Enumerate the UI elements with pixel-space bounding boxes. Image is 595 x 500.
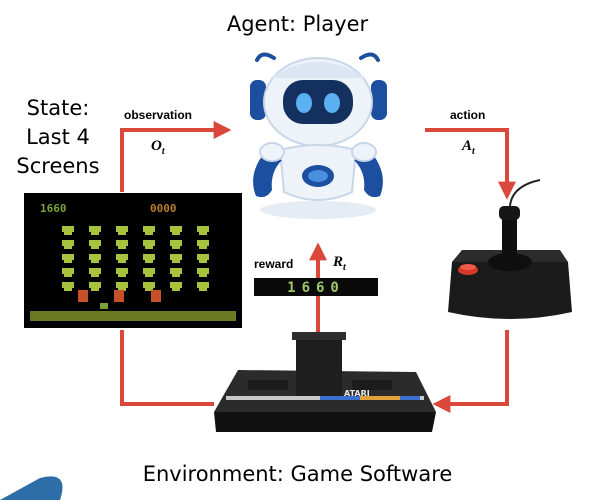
invader-sprite — [118, 246, 126, 249]
invader-sprite — [62, 282, 74, 288]
invader-sprite — [89, 268, 101, 274]
reward-score-display: 1660 — [254, 278, 378, 296]
invader-sprite — [118, 288, 126, 291]
environment-title: Environment: Game Software — [142, 462, 453, 486]
invader-sprite — [116, 226, 128, 232]
invader-sprite — [172, 246, 180, 249]
invader-sprite — [199, 288, 207, 291]
invader-sprite — [118, 274, 126, 277]
atari-console-icon: ATARI — [214, 332, 436, 432]
reward-symbol: Rt — [333, 254, 346, 273]
invader-sprite — [172, 260, 180, 263]
invader-sprite — [199, 232, 207, 235]
invader-sprite — [91, 246, 99, 249]
invader-sprite — [89, 240, 101, 246]
invader-sprite — [64, 260, 72, 263]
game-score-left: 1660 — [40, 202, 67, 215]
reward-label: reward — [254, 257, 294, 271]
reward-score-text: 1660 — [287, 280, 345, 296]
invader-sprite — [118, 232, 126, 235]
invader-sprite — [143, 254, 155, 260]
invader-sprite — [199, 260, 207, 263]
invader-sprite — [199, 246, 207, 249]
invader-sprite — [116, 268, 128, 274]
invader-sprite — [118, 260, 126, 263]
invader-sprite — [170, 268, 182, 274]
invader-sprite — [197, 268, 209, 274]
invader-sprite — [62, 268, 74, 274]
invader-sprite — [116, 282, 128, 288]
invader-sprite — [64, 274, 72, 277]
invader-sprite — [145, 274, 153, 277]
invader-sprite — [64, 232, 72, 235]
observation-label: observation — [124, 108, 193, 122]
robot-icon — [250, 52, 387, 219]
state-title-line-3: Screens — [16, 154, 100, 178]
invader-sprite — [62, 240, 74, 246]
invader-sprite — [89, 254, 101, 260]
invader-sprite — [197, 254, 209, 260]
state-title-line-2: Last 4 — [26, 125, 90, 149]
invader-sprite — [91, 260, 99, 263]
invader-sprite — [145, 246, 153, 249]
invader-sprite — [64, 246, 72, 249]
input-arrow — [432, 330, 509, 413]
invader-sprite — [62, 226, 74, 232]
invader-sprite — [91, 232, 99, 235]
game-score-right: 0000 — [150, 202, 177, 215]
invader-sprite — [91, 274, 99, 277]
invader-sprite — [64, 288, 72, 291]
observation-arrow — [120, 121, 232, 192]
invader-sprite — [143, 240, 155, 246]
invader-sprite — [91, 288, 99, 291]
invader-sprite — [62, 254, 74, 260]
invader-sprite — [145, 288, 153, 291]
action-arrow — [425, 128, 516, 200]
invader-sprite — [145, 232, 153, 235]
invader-sprite — [199, 274, 207, 277]
game-screen-icon: 1660 0000 — [24, 193, 242, 328]
console-brand: ATARI — [344, 389, 370, 398]
invader-sprite — [143, 268, 155, 274]
footer-accent — [0, 476, 63, 500]
state-title-line-1: State: — [26, 96, 90, 120]
invader-sprite — [143, 226, 155, 232]
invader-sprite — [170, 282, 182, 288]
invader-sprite — [116, 254, 128, 260]
invader-sprite — [143, 282, 155, 288]
invader-sprite — [116, 240, 128, 246]
invader-sprite — [197, 240, 209, 246]
invader-sprite — [89, 282, 101, 288]
invader-sprite — [197, 282, 209, 288]
state-title: State: Last 4 Screens — [0, 94, 116, 181]
joystick-icon — [448, 179, 572, 319]
observation-symbol: Ot — [151, 138, 165, 157]
invader-sprite — [197, 226, 209, 232]
agent-title: Agent: Player — [226, 12, 369, 36]
invader-sprite — [170, 254, 182, 260]
action-symbol: At — [462, 138, 475, 157]
environment-arrow — [120, 330, 214, 406]
invader-sprite — [170, 240, 182, 246]
invader-sprite — [172, 274, 180, 277]
invader-sprite — [170, 226, 182, 232]
action-label: action — [450, 108, 486, 122]
invader-sprite — [89, 226, 101, 232]
invader-sprite — [172, 232, 180, 235]
invader-sprite — [172, 288, 180, 291]
invader-sprite — [145, 260, 153, 263]
